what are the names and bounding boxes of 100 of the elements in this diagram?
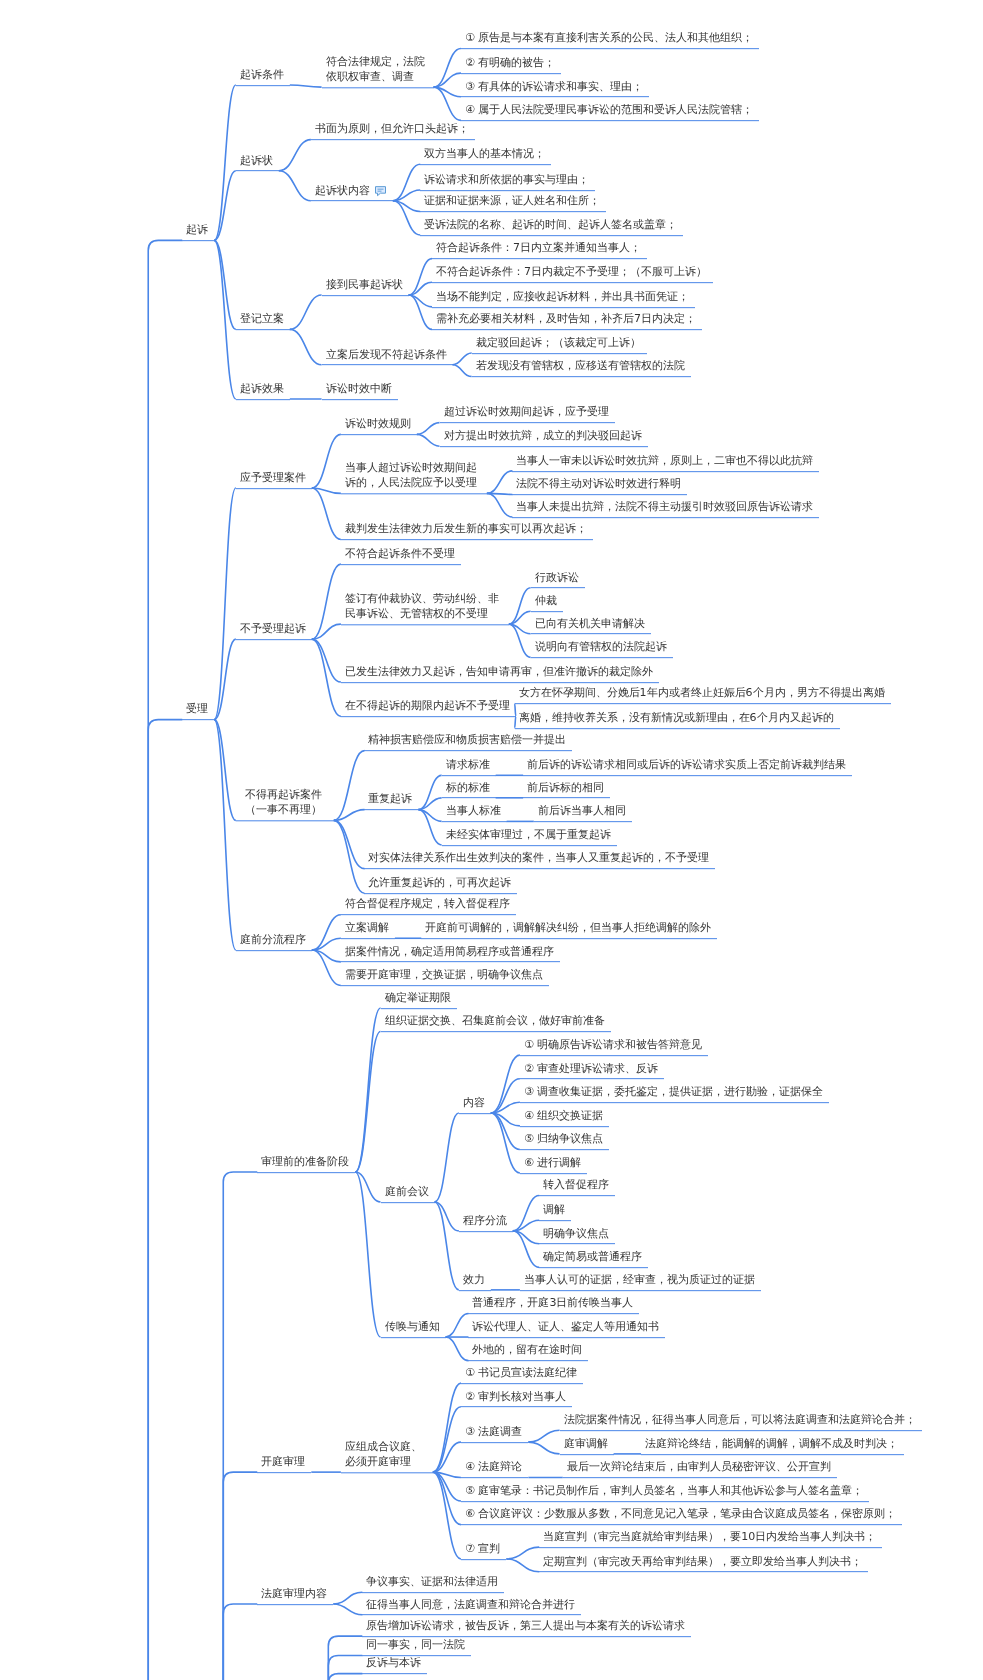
topic-text: 开庭审理 [261,1455,306,1470]
topic-text: 当场不能判定，应接收起诉材料，并出具书面凭证； [436,289,689,305]
branch-connector [213,239,237,400]
topic-text: 精神损害赔偿应和物质损害赔偿一并提出 [368,733,567,749]
topic-text: 已向有关机关申请解决 [534,616,645,632]
branch-connector [392,163,422,202]
topic-text: 起诉状 [239,153,273,169]
branch-connector [407,294,433,331]
topic-text: 对实体法律关系作出生效判决的案件，当事人又重复起诉的，不予受理 [368,851,710,867]
topic-text: 书面为原则，但允许口头起诉； [314,122,469,138]
topic-text: 当事人一审未以诉讼时效抗辩，原则上，二审也不得以此抗辩 [516,453,814,469]
topic-text: 效力 [462,1272,485,1288]
branch-connector [508,586,532,625]
topic-text: 不得再起诉案件（一事不再理） [244,788,324,819]
branch-connector [222,1603,259,1680]
branch-connector [333,749,366,822]
topic-text: 原告增加诉讼请求，被告反诉，第三人提出与本案有关的诉讼请求 [366,1619,686,1634]
branch-connector [490,1289,521,1291]
branch-connector [417,774,443,811]
branch-connector [332,1603,364,1616]
topic-text: 确定简易或普通程序 [543,1250,643,1266]
branch-connector [494,774,524,777]
branch-connector [278,169,312,202]
topic-text: 证据和证据来源，证人姓名和住所； [424,194,601,210]
branch-connector [505,820,535,823]
branch-connector [512,1194,540,1232]
branch-connector [416,433,441,448]
topic-text: 庭前会议 [384,1184,429,1200]
branch-connector [432,1471,462,1479]
topic-text: 符合督促程序规定，转入督促程序 [344,897,510,913]
topic-text: 法庭辩论终结，能调解的调解，调解不成及时判决； [645,1436,899,1452]
topic-text: 确定举证期限 [384,990,451,1006]
topic-text: ⑤ 庭审笔录：书记员制作后，审判人员签名，当事人和其他诉讼参与人签名盖章； [464,1484,864,1499]
branch-connector [513,715,517,729]
branch-connector [612,1453,642,1455]
branch-connector [327,1672,364,1680]
topic-text: 行政诉讼 [534,570,579,586]
topic-text: 当事人标准 [445,804,501,820]
topic-text: 诉讼时效规则 [344,417,411,433]
branch-connector [289,328,323,366]
topic-text: 开庭前可调解的，调解解决纠纷，但当事人拒绝调解的除外 [425,921,712,937]
branch-connector [432,86,462,122]
topic-text: 离婚，维持收养关系，没有新情况或新理由，在6个月内又起诉的 [518,711,834,726]
topic-text: 未经实体审理过，不属于重复起诉 [445,827,611,843]
topic-text: ⑥ 进行调解 [523,1156,582,1171]
topic-text: 诉讼代理人、证人、鉴定人等用通知书 [472,1320,660,1335]
topic-text: ① 明确原告诉讼请求和被告答辩意见 [523,1038,703,1053]
branch-connector [213,239,237,331]
branch-connector [512,1230,540,1269]
topic-text: 双方当事人的基本情况； [424,147,546,163]
topic-text: 对方提出时效抗辩，成立的判决驳回起诉 [443,429,642,444]
topic-text: 明确争议焦点 [543,1226,610,1242]
branch-connector [311,487,342,541]
branch-connector [433,1112,460,1203]
branch-connector [289,294,323,331]
topic-text: 起诉效果 [239,382,284,397]
topic-text: 争议事实、证据和法律适用 [366,1575,499,1590]
topic-text: ② 审判长核对当事人 [464,1389,567,1405]
branch-connector [407,294,433,308]
branch-connector [490,1112,521,1127]
branch-connector [508,610,532,625]
branch-connector [289,84,323,88]
branch-connector [213,718,237,951]
topic-text: 当事人未提出抗辩，法院不得主动援引时效驳回原告诉讼请求 [516,499,814,515]
topic-text: 标的标准 [445,780,490,796]
topic-text: 在不得起诉的期限内起诉不予受理 [344,699,510,715]
branch-connector [213,84,237,242]
branch-connector [333,808,366,822]
topic-text: 最后一次辩论结束后，由审判人员秘密评议、公开宣判 [566,1460,831,1476]
topic-text: 诉讼请求和所依据的事实与理由； [424,172,590,188]
topic-text: ③ 有具体的诉讼请求和事实、理由； [464,79,644,95]
topic-text: 传唤与通知 [384,1320,440,1335]
topic-text: 起诉状内容 [314,183,370,199]
topic-text: ② 审查处理诉讼请求、反诉 [523,1061,659,1077]
topic-text: 符合法律规定，法院依职权审查、调查 [325,55,426,85]
topic-text: 程序分流 [462,1213,507,1229]
topic-text: 起诉条件 [239,67,284,83]
topic-text: 审理前的准备阶段 [261,1154,350,1170]
branch-connector [213,718,237,822]
topic-text: 反诉与本诉 [366,1656,422,1672]
topic-text: ④ 属于人民法院受理民事诉讼的范围和受诉人民法院管辖； [464,103,754,119]
topic-text: 若发现没有管辖权，应移送有管辖权的法院 [475,359,685,375]
topic-text: 请求标准 [445,758,490,774]
branch-connector [333,819,366,895]
topic-text: 不符合起诉条件不受理 [344,547,455,562]
topic-text: 前后诉当事人相同 [537,804,626,820]
branch-connector [527,1441,561,1455]
topic-text: 重复起诉 [368,792,413,808]
topic-text: 不符合起诉条件：7日内裁定不予受理；（不服可上诉） [436,265,707,280]
branch-connector [311,623,342,640]
topic-text: 征得当事人同意，法庭调查和辩论合并进行 [366,1597,576,1613]
topic-text: 签订有仲裁协议、劳动纠纷、非民事诉讼、无管辖权的不受理 [344,592,500,622]
topic-text: 起诉 [186,223,209,239]
branch-connector [354,1171,382,1203]
branch-connector [432,1405,462,1473]
topic-text: ③ 调查收集证据，委托鉴定，提供证据，进行勘验，证据保全 [523,1085,824,1101]
branch-connector [490,1112,521,1151]
branch-connector [505,1558,540,1573]
topic-text: 说明向有管辖权的法院起诉 [534,640,667,656]
branch-connector [433,1201,460,1232]
